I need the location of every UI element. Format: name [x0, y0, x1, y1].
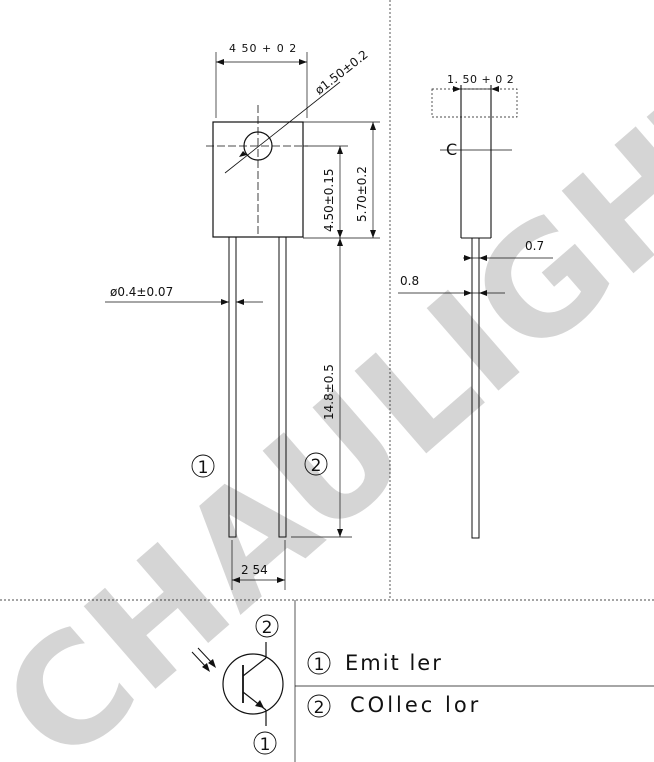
legend-row2-num: 2 [314, 698, 325, 718]
ld-arrow-right [236, 299, 244, 305]
bw-arrow-right [299, 59, 307, 65]
dim-lead-length: 14.8±0.5 [322, 364, 336, 420]
pin1-label: 1 [198, 458, 209, 478]
lens-arrow [239, 151, 247, 157]
schematic-symbol: 2 1 [191, 614, 284, 755]
symbol-pin-bottom-circle [253, 731, 277, 755]
dim07-arrow-right [479, 255, 487, 261]
light-arrow-2 [208, 659, 216, 668]
pin2-circle [304, 452, 328, 476]
symbol-pin-bottom: 1 [260, 735, 271, 755]
h45-arrow-bottom [337, 230, 343, 238]
ld-arrow-left [221, 299, 229, 305]
ll-arrow-top [337, 238, 343, 246]
dim08-arrow-left [464, 290, 472, 296]
legend-row1-num: 1 [314, 655, 325, 675]
side-width-arrow-left [453, 86, 461, 92]
transistor-collector-leg [242, 657, 267, 677]
legend-row1-text: Emit ler [345, 651, 443, 675]
dim-body-width: 4 50 + 0 2 [229, 42, 297, 55]
dim-side-08: 0.8 [400, 274, 419, 288]
h45-arrow-top [337, 146, 343, 154]
symbol-pin-top-circle [255, 614, 279, 638]
dim-lead-diameter: ø0.4±0.07 [110, 285, 173, 299]
dim-lead-pitch: 2 54 [241, 563, 268, 577]
dim-lens-diameter: ø1.50±0.2 [312, 47, 370, 97]
side-width-arrow-right [491, 86, 499, 92]
lead-left [228, 236, 237, 538]
h57-arrow-bottom [370, 230, 376, 238]
dim08-arrow-right [479, 290, 487, 296]
dim-lens-height: 4.50±0.15 [322, 169, 336, 233]
dim07-arrow-left [464, 255, 472, 261]
ll-arrow-bottom [337, 529, 343, 537]
dim-side-width: 1. 50 + 0 2 [447, 73, 514, 86]
transistor-circle [222, 653, 284, 715]
lens-diameter-leader [224, 81, 341, 174]
pin2-label: 2 [311, 456, 322, 476]
bw-arrow-left [216, 59, 224, 65]
legend-row2-text: COllec lor [350, 693, 481, 717]
dim-body-height: 5.70±0.2 [355, 166, 369, 222]
emitter-arrow [255, 700, 264, 708]
pitch-arrow-right [277, 577, 285, 583]
pin-legend: 1 Emit ler 2 COllec lor [307, 651, 481, 718]
side-center-mark: C [446, 140, 457, 159]
dim-side-07: 0.7 [525, 239, 544, 253]
legend-row1-circle [307, 651, 331, 675]
legend-row2-circle [307, 694, 331, 718]
side-lead [471, 237, 480, 539]
symbol-pin-top: 2 [262, 618, 273, 638]
light-arrow-1 [202, 663, 210, 672]
lead-right [278, 236, 287, 538]
side-width-box [431, 88, 518, 118]
side-view: 1. 50 + 0 2 C 0.7 0.8 [398, 73, 553, 539]
pin1-circle [191, 454, 215, 478]
pitch-arrow-left [232, 577, 240, 583]
h57-arrow-top [370, 122, 376, 130]
